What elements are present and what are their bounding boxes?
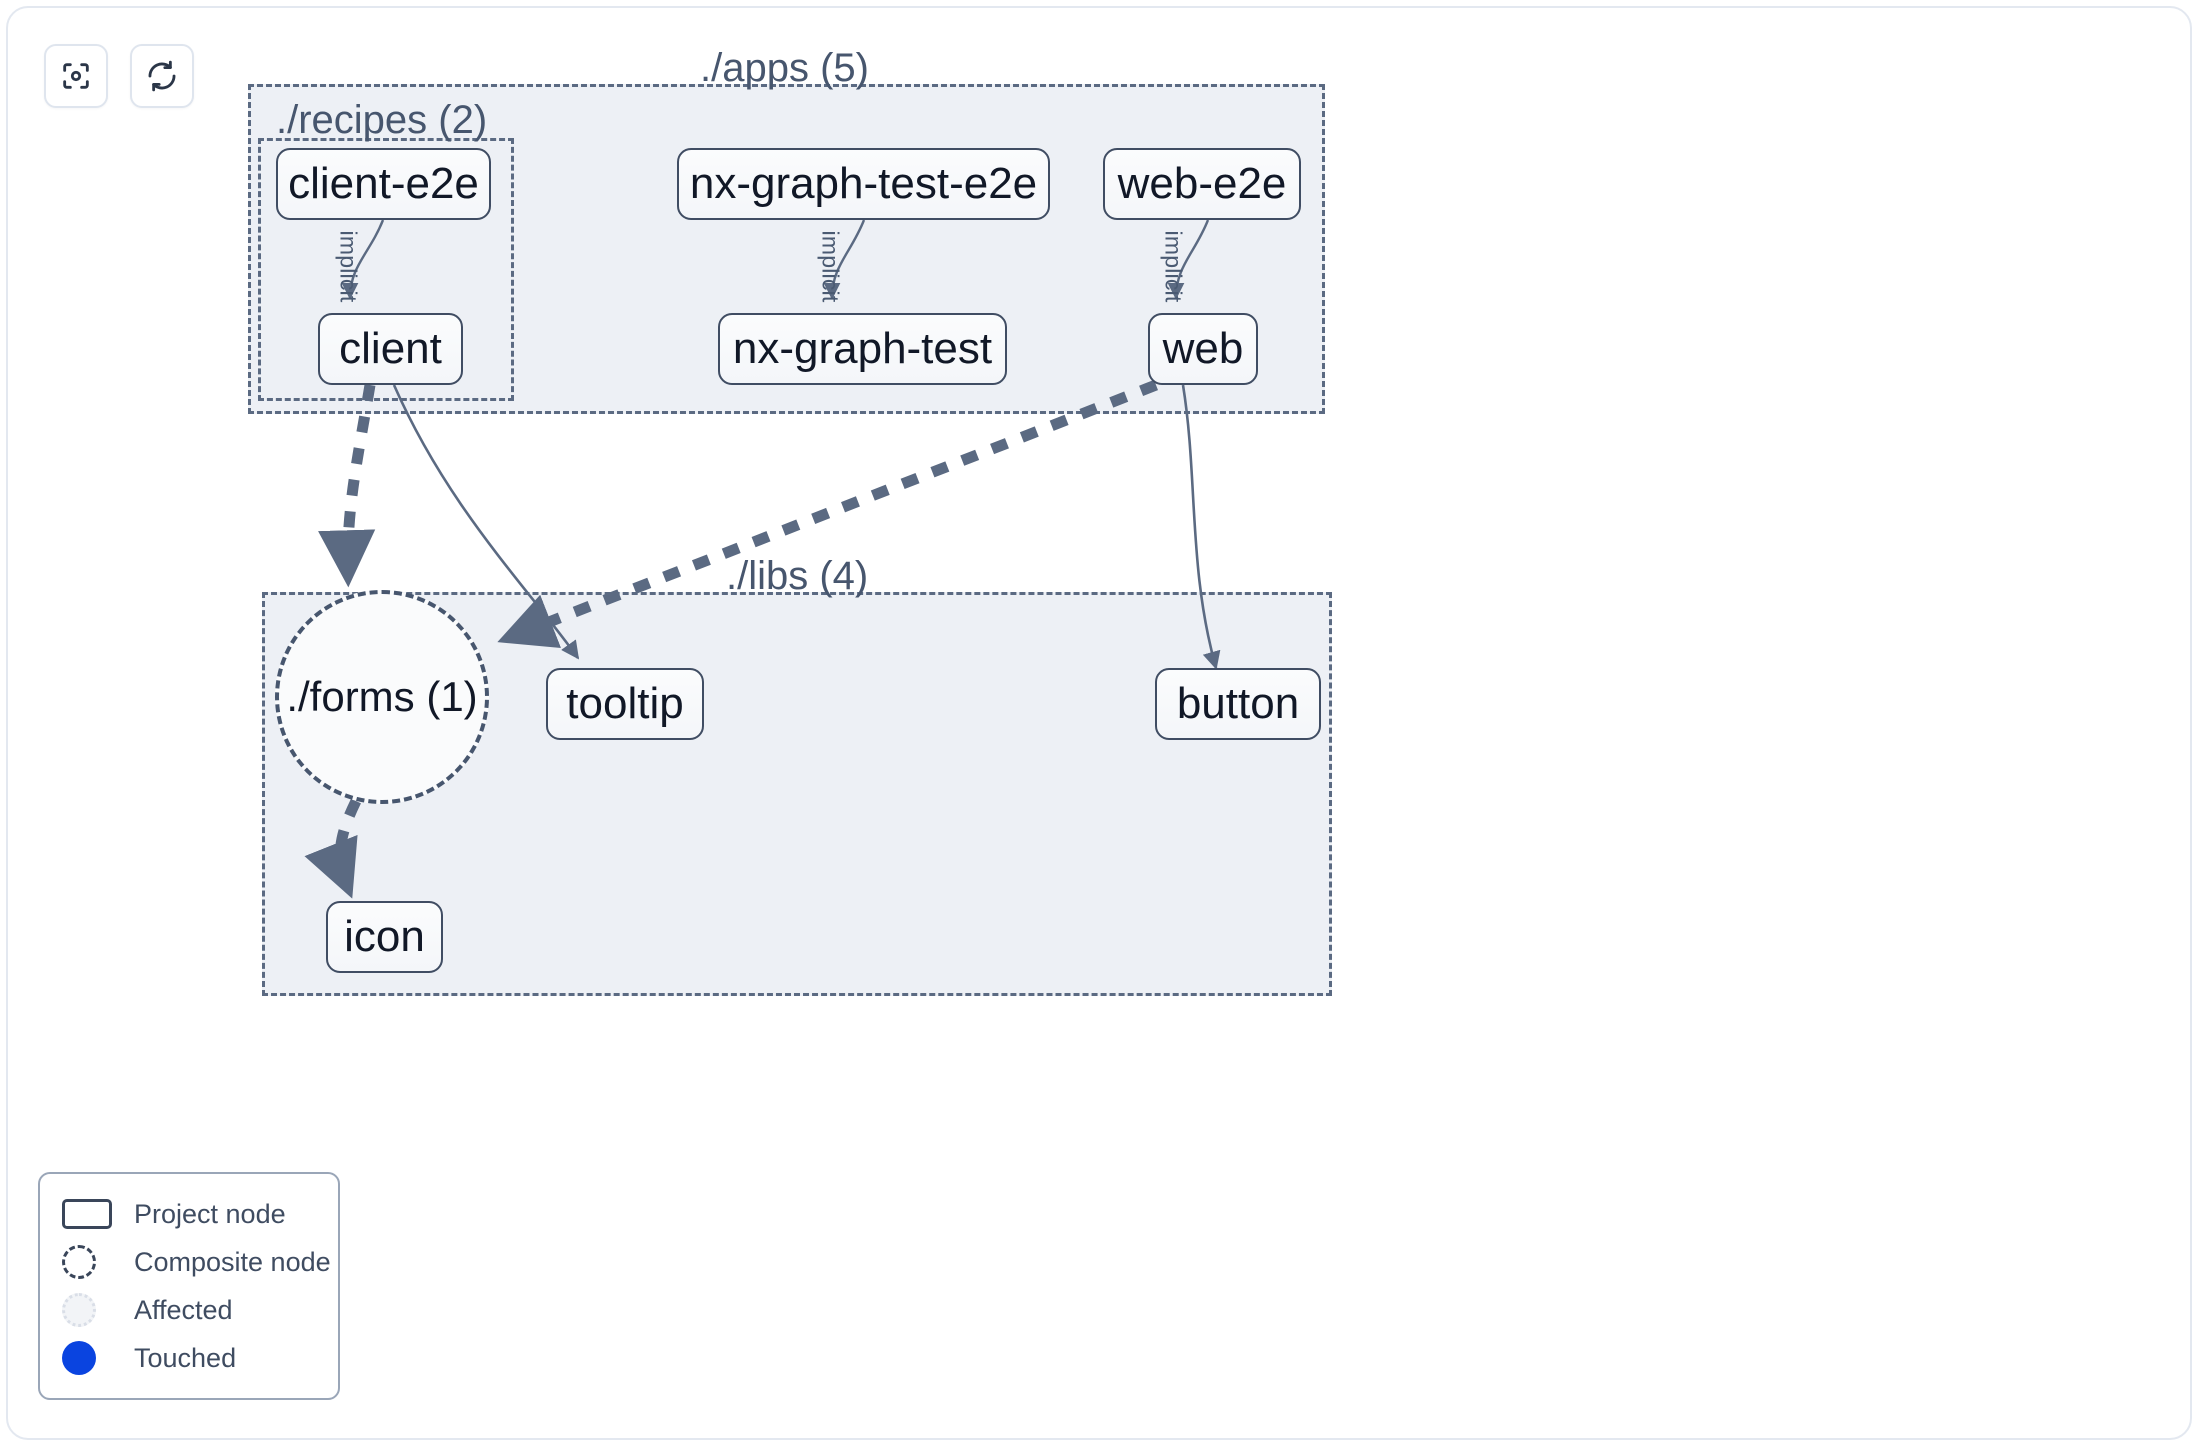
- focus-graph-button[interactable]: [44, 44, 108, 108]
- project-node-swatch: [58, 1199, 124, 1229]
- legend-item-composite-node: Composite node: [58, 1238, 331, 1286]
- edge-webe2e-to-web: [1167, 219, 1210, 300]
- legend-item-touched: Touched: [58, 1334, 324, 1382]
- graph-legend: Project node Composite node Affected Tou…: [38, 1172, 340, 1400]
- group-label-recipes: ./recipes (2): [276, 98, 488, 142]
- legend-item-project-node: Project node: [58, 1190, 324, 1238]
- edge-forms-to-icon: [304, 798, 361, 899]
- graph-edges-layer: [304, 219, 1221, 899]
- legend-label-composite-node: Composite node: [134, 1246, 331, 1277]
- node-client[interactable]: client: [318, 313, 463, 385]
- edge-label-web-e2e-implicit: implicit: [1160, 230, 1187, 303]
- node-tooltip[interactable]: tooltip: [546, 668, 704, 740]
- node-nx-graph-test[interactable]: nx-graph-test: [718, 313, 1007, 385]
- affected-swatch: [58, 1293, 124, 1327]
- node-icon[interactable]: icon: [326, 901, 443, 973]
- legend-item-affected: Affected: [58, 1286, 324, 1334]
- edge-web-to-forms: [497, 379, 1159, 648]
- edge-client-to-forms: [318, 384, 376, 588]
- refresh-sync-icon: [145, 59, 179, 93]
- node-web-e2e[interactable]: web-e2e: [1103, 148, 1301, 220]
- edge-label-nx-graph-test-e2e-implicit: implicit: [817, 230, 844, 303]
- legend-label-affected: Affected: [134, 1294, 233, 1325]
- refresh-graph-button[interactable]: [130, 44, 194, 108]
- edge-web-to-button: [1181, 384, 1221, 670]
- edge-client-e2e-to-client: [341, 219, 385, 300]
- graph-canvas-panel[interactable]: ./apps (5) ./recipes (2) ./libs (4): [6, 6, 2192, 1440]
- node-button[interactable]: button: [1155, 668, 1321, 740]
- edge-label-client-e2e-implicit: implicit: [335, 230, 362, 303]
- group-label-libs: ./libs (4): [726, 554, 869, 598]
- composite-node-forms[interactable]: ./forms (1): [275, 590, 489, 804]
- edge-nxgraphteste2e-to-nxgraphtest: [823, 219, 866, 300]
- touched-swatch: [58, 1341, 124, 1375]
- legend-label-touched: Touched: [134, 1342, 237, 1373]
- focus-target-icon: [59, 59, 93, 93]
- node-client-e2e[interactable]: client-e2e: [276, 148, 491, 220]
- node-nx-graph-test-e2e[interactable]: nx-graph-test-e2e: [677, 148, 1050, 220]
- legend-label-project-node: Project node: [134, 1198, 286, 1229]
- group-label-apps: ./apps (5): [700, 46, 869, 90]
- composite-node-swatch: [58, 1245, 124, 1279]
- node-web[interactable]: web: [1148, 313, 1258, 385]
- graph-toolbar: [44, 44, 194, 108]
